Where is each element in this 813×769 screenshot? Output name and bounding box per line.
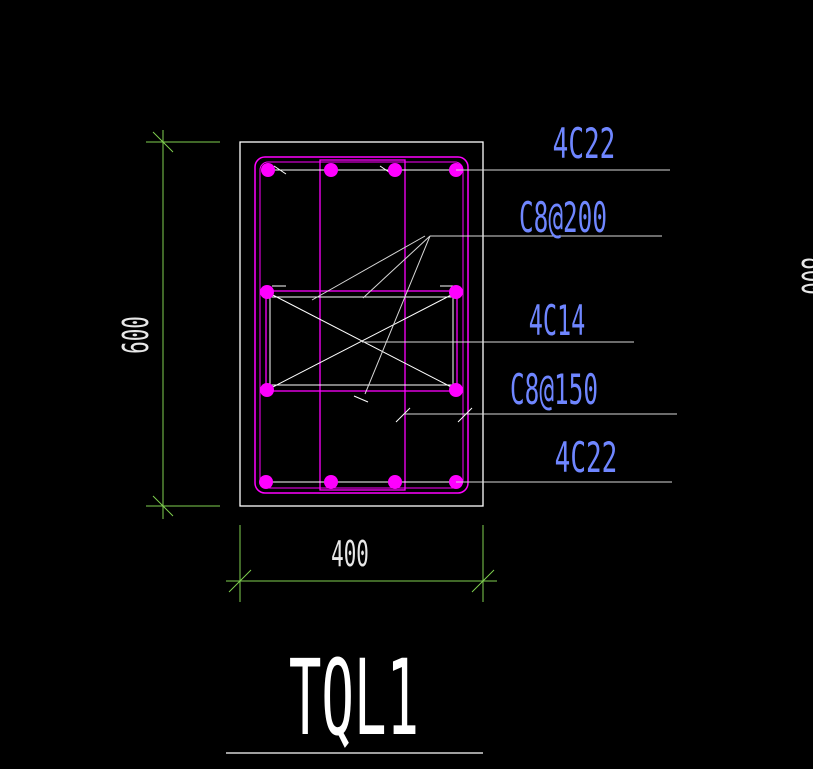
height-tick-bottom <box>152 495 174 517</box>
rebar-top-1 <box>261 163 275 177</box>
drawing-title: TQL1 <box>289 637 419 759</box>
outer-stirrup <box>254 156 469 494</box>
rebar-bottom-3 <box>388 475 402 489</box>
height-tick-top <box>152 131 174 153</box>
leader-outer-stirrup-a <box>364 235 431 395</box>
leader-outer-stirrup-b <box>362 235 431 299</box>
rebar-top-3 <box>388 163 402 177</box>
horizontal-tie <box>265 290 458 392</box>
height-dimension-text: 600 <box>115 316 157 354</box>
rebar-mid-3 <box>260 383 274 397</box>
horizontal-tie-hook-line <box>269 296 454 386</box>
label-inner-stirrup: C8@150 <box>510 366 598 415</box>
outer-stirrup-inner-line <box>259 161 464 489</box>
section-outline <box>239 141 484 507</box>
label-middle-bars: 4C14 <box>529 297 586 346</box>
diagonal-line-b <box>266 291 458 391</box>
rebar-bottom-2 <box>324 475 338 489</box>
rebar-mid-4 <box>449 383 463 397</box>
rebar-dots <box>259 163 463 489</box>
rebar-mid-1 <box>260 285 274 299</box>
width-dimension <box>226 525 497 602</box>
rebar-top-2 <box>324 163 338 177</box>
rebar-mid-2 <box>449 285 463 299</box>
height-dimension <box>146 130 220 519</box>
label-bottom-bars: 4C22 <box>555 435 618 483</box>
width-dimension-text: 400 <box>331 533 369 575</box>
side-dimension-text: 800 <box>793 257 813 295</box>
label-top-bars: 4C22 <box>553 121 616 169</box>
hook-ticks <box>272 165 473 423</box>
inner-vertical-stirrup <box>319 159 406 491</box>
width-tick-left <box>228 569 252 593</box>
rebar-bottom-1 <box>259 475 273 489</box>
leader-outer-stirrup-c <box>311 235 426 301</box>
width-tick-right <box>471 569 495 593</box>
label-outer-stirrup: C8@200 <box>519 194 607 243</box>
leader-lines <box>311 169 677 483</box>
